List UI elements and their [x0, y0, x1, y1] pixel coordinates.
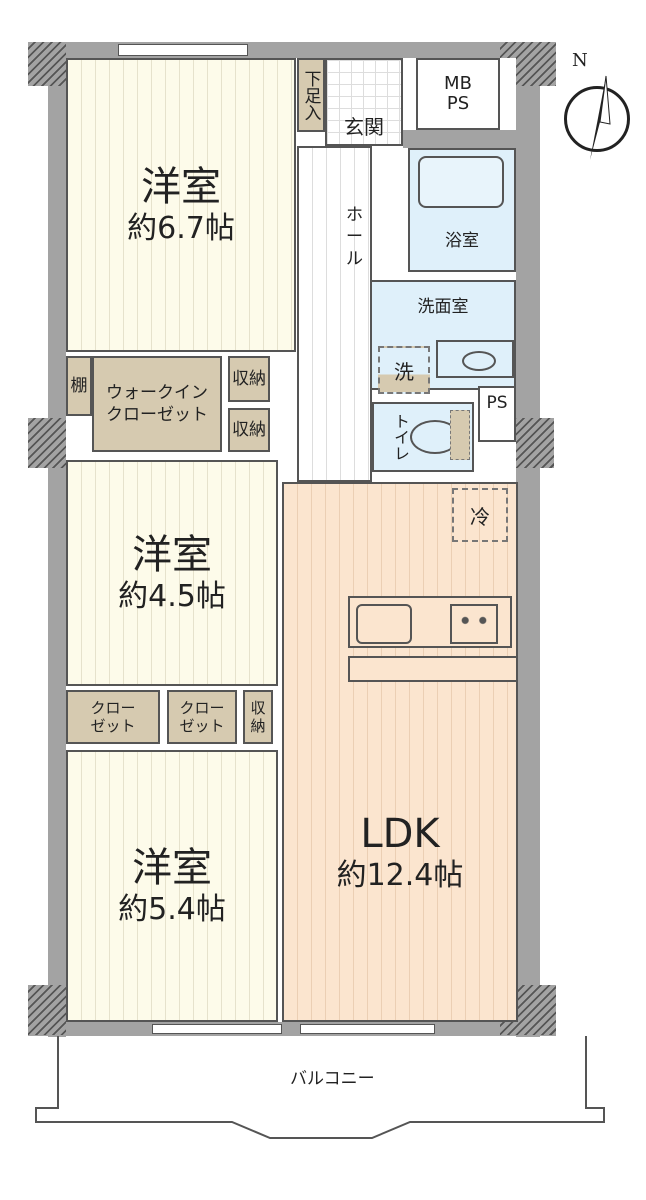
compass-needle-icon [590, 75, 611, 160]
closet-b[interactable]: クロー ゼット [167, 690, 237, 744]
pillar [28, 42, 66, 86]
hall[interactable]: ホール [297, 146, 372, 482]
toilet[interactable]: トイレ [372, 402, 474, 472]
kitchen-bar [348, 656, 518, 682]
walk-in-closet[interactable]: ウォークイン クローゼット [92, 356, 222, 452]
balcony-outline [35, 1036, 605, 1139]
room-area: 約6.7帖 [127, 211, 235, 246]
wall-right [516, 42, 540, 1037]
shoe-storage: 下足入 [297, 58, 325, 132]
balcony-label: バルコニー [290, 1069, 375, 1089]
room-western-2: 洋室 約4.5帖 [66, 460, 278, 686]
ps: PS [478, 386, 516, 442]
wall-left [48, 42, 66, 1037]
room-name: 洋室 [132, 845, 212, 891]
storage-c[interactable]: 収 納 [243, 690, 273, 744]
bathroom[interactable]: 浴室 [408, 148, 516, 272]
room-ldk: LDK 約12.4帖 冷 [282, 482, 518, 1022]
sink-icon [436, 340, 514, 378]
room-western-3: 洋室 約5.4帖 [66, 750, 278, 1022]
room-name: 洋室 [141, 164, 221, 210]
storage-b[interactable]: 収納 [228, 408, 270, 452]
window [152, 1024, 282, 1034]
fridge-space: 冷 [452, 488, 508, 542]
room-area: 約4.5帖 [118, 579, 226, 614]
room-name: LDK [360, 811, 440, 857]
closet-a[interactable]: クロー ゼット [66, 690, 160, 744]
wall-top [28, 42, 556, 58]
shelf: 棚 [66, 356, 92, 416]
stove-icon [450, 604, 498, 644]
toilet-tank [450, 410, 470, 460]
entrance[interactable]: 玄関 [325, 58, 403, 146]
washing-machine-space: 洗 [378, 346, 430, 394]
compass: N [560, 50, 636, 160]
compass-ring [564, 86, 630, 152]
kitchen-sink-icon [356, 604, 412, 644]
window [300, 1024, 435, 1034]
washroom[interactable]: 洗面室 洗 [370, 280, 516, 394]
wall [403, 130, 516, 148]
room-name: 洋室 [132, 532, 212, 578]
room-western-1: 洋室 約6.7帖 [66, 58, 296, 352]
pillar [28, 418, 66, 468]
room-area: 約12.4帖 [336, 858, 464, 893]
mb-ps: MB PS [416, 58, 500, 130]
kitchen-counter [348, 596, 512, 648]
pillar [28, 985, 66, 1035]
bathtub-icon [418, 156, 504, 208]
room-area: 約5.4帖 [118, 892, 226, 927]
storage-a[interactable]: 収納 [228, 356, 270, 402]
window [118, 44, 248, 56]
compass-north-label: N [572, 50, 588, 71]
